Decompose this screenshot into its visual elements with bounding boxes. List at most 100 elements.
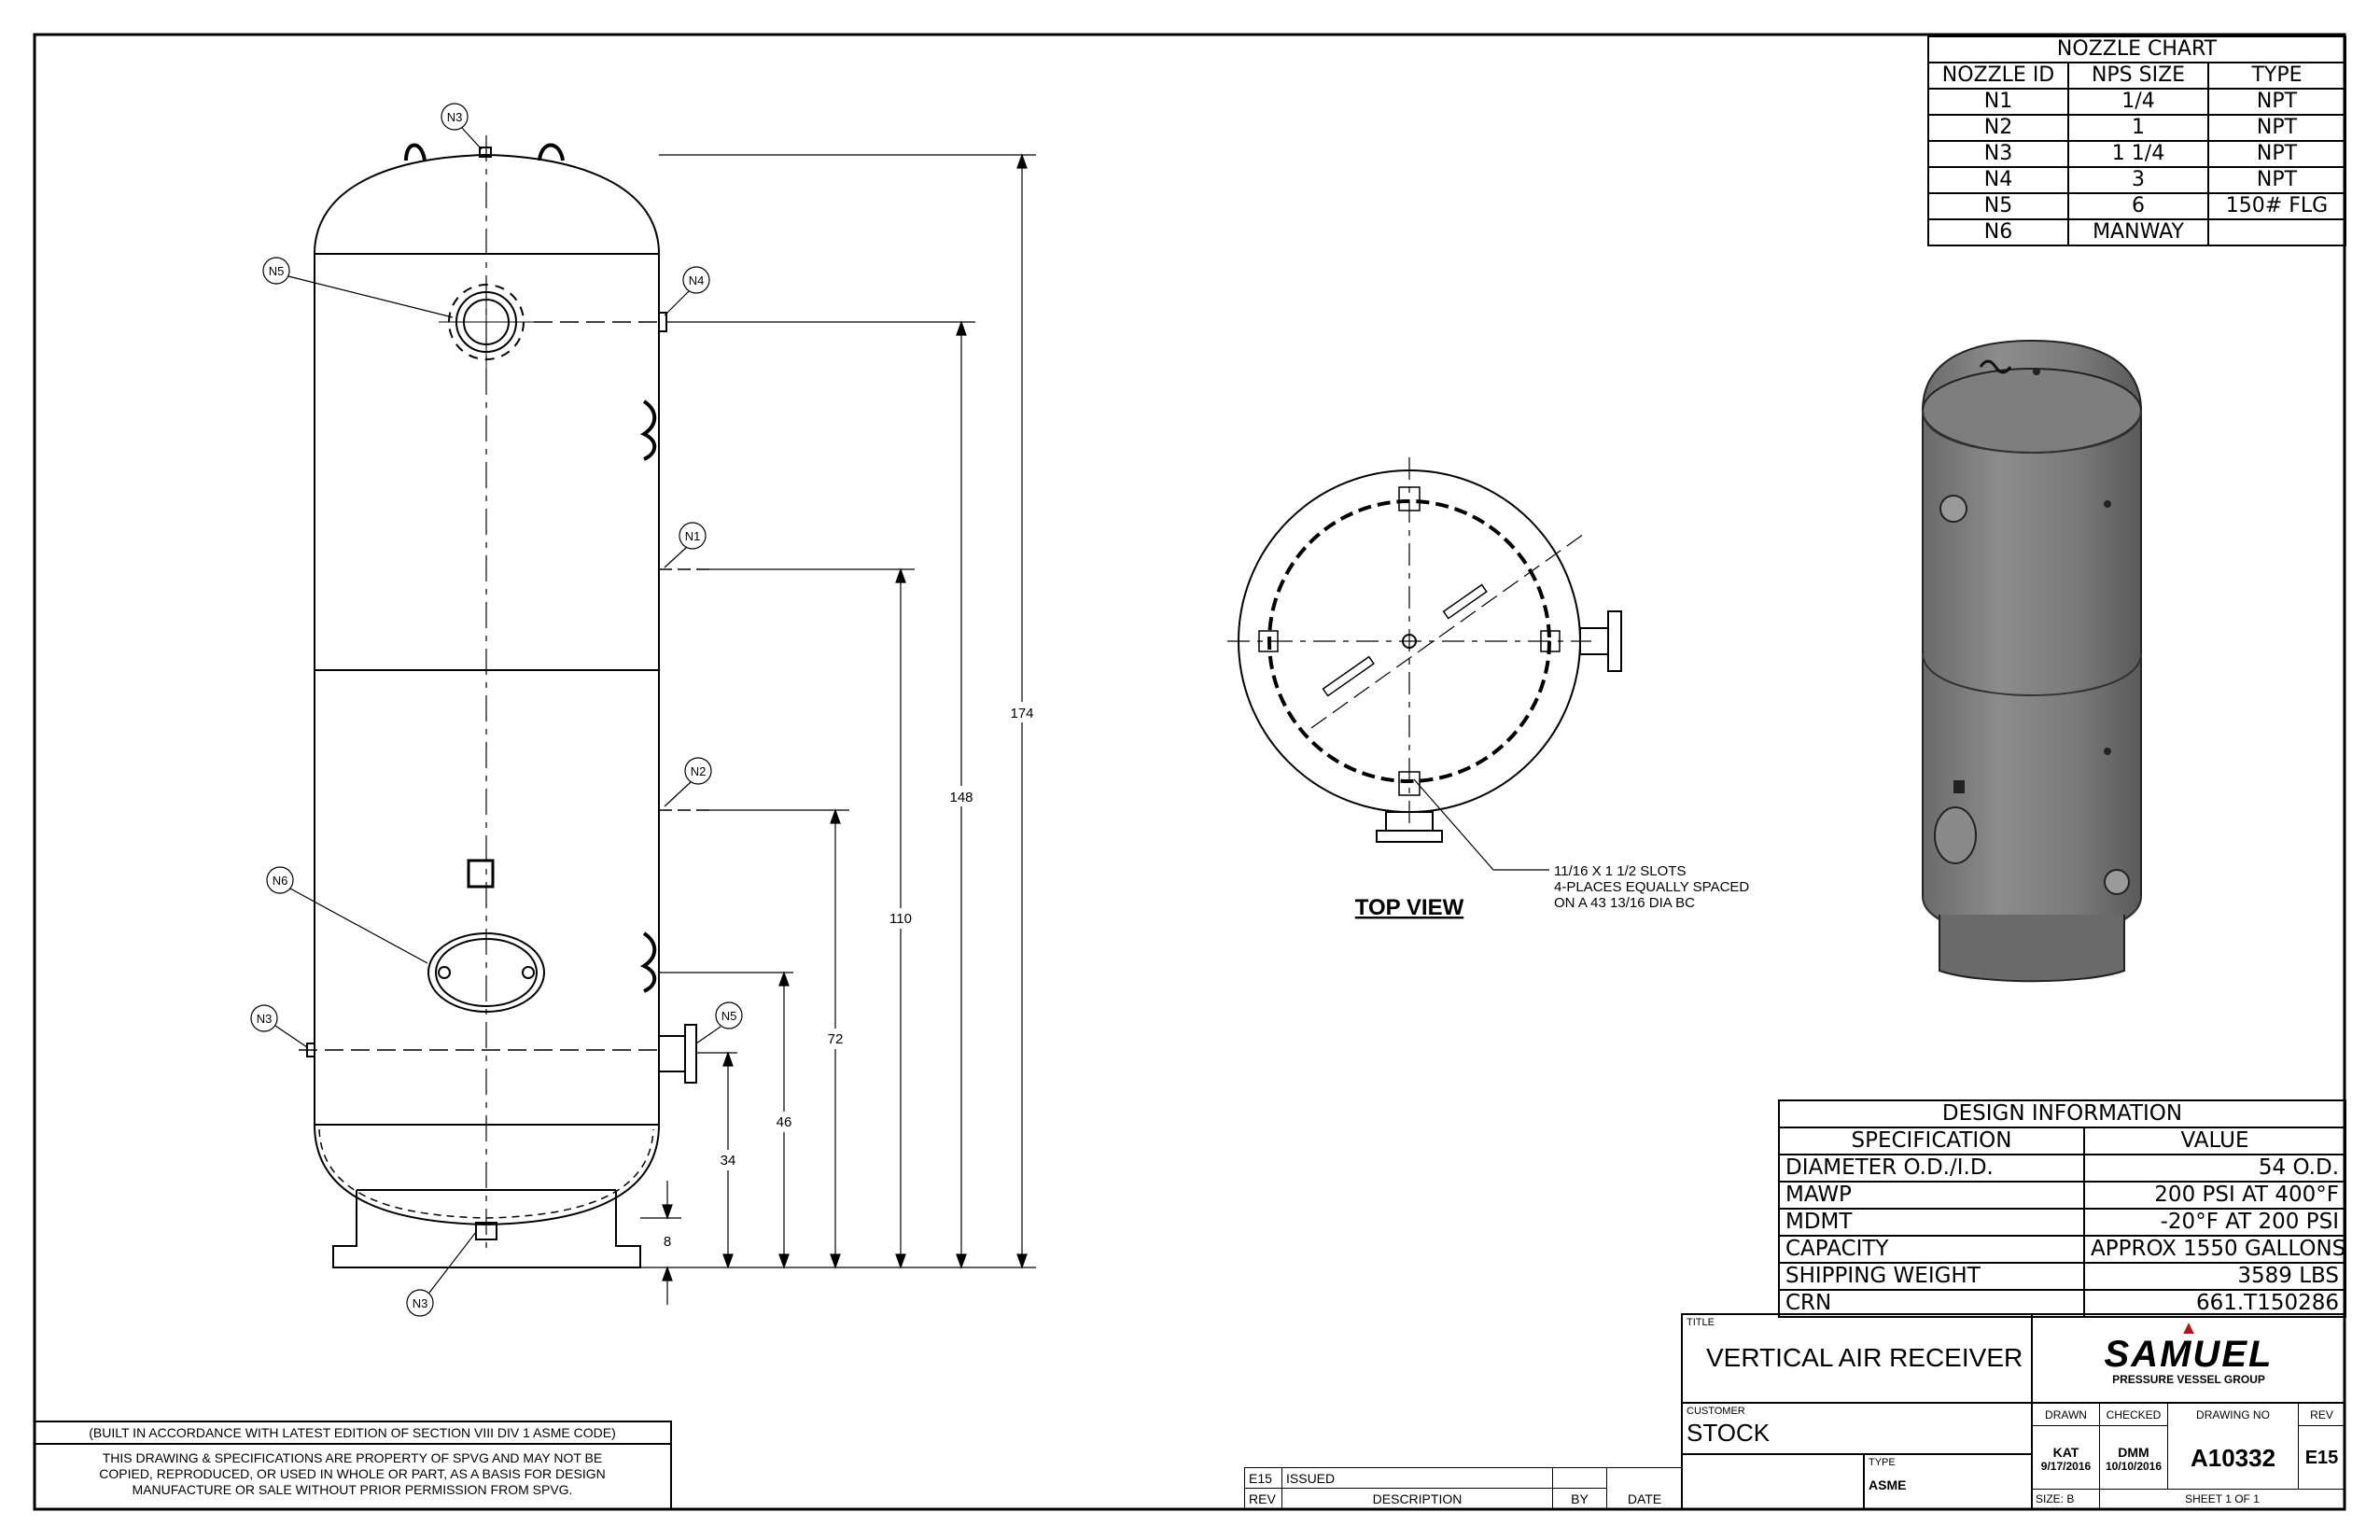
- table-row: N1 1/4 NPT: [1927, 88, 2346, 116]
- design-info-header: SPECIFICATION VALUE: [1778, 1127, 2347, 1155]
- tag-n4: N4: [689, 273, 705, 287]
- spec-value: APPROX 1550 GALLONS: [2082, 1235, 2347, 1264]
- table-row: N2 1 NPT: [1927, 114, 2346, 142]
- nps-size: 1: [2067, 114, 2209, 142]
- rev-label: REV: [2299, 1404, 2345, 1426]
- spec-name: DIAMETER O.D./I.D.: [1778, 1154, 2085, 1183]
- spec-value: 200 PSI AT 400°F: [2082, 1181, 2347, 1210]
- revision-header-description: DESCRIPTION: [1282, 1489, 1553, 1510]
- spec-value: 54 O.D.: [2082, 1154, 2347, 1183]
- spec-name: SHIPPING WEIGHT: [1778, 1262, 2085, 1291]
- nozzle-tags: N3 N5 N4 N1 N2 N6 N3 N5 N3: [250, 103, 743, 1317]
- skirt: [332, 1190, 641, 1268]
- customer-label: CUSTOMER: [1687, 1406, 1745, 1417]
- nps-size: 1 1/4: [2067, 140, 2209, 168]
- header-nps-size: NPS SIZE: [2067, 62, 2209, 90]
- header-type: TYPE: [2207, 62, 2346, 90]
- spec-name: CAPACITY: [1778, 1235, 2085, 1264]
- spec-value: 661.T150286: [2082, 1289, 2347, 1318]
- nozzle-chart-table: NOZZLE CHART NOZZLE ID NPS SIZE TYPE N1 …: [1927, 35, 2346, 246]
- spec-value: -20°F AT 200 PSI: [2082, 1208, 2347, 1237]
- code-note: (BUILT IN ACCORDANCE WITH LATEST EDITION…: [35, 1422, 670, 1445]
- revision-by: [1553, 1468, 1607, 1489]
- tag-n6: N6: [273, 874, 288, 888]
- tag-n1: N1: [685, 529, 701, 543]
- top-view-label: TOP VIEW: [1355, 895, 1464, 920]
- checked-cell: DMM 10/10/2016: [2100, 1426, 2168, 1490]
- slot-note: 11/16 X 1 1/2 SLOTS 4-PLACES EQUALLY SPA…: [1554, 863, 1749, 911]
- n5-lower-nozzle: [658, 1035, 686, 1072]
- nozzle-type: 150# FLG: [2207, 192, 2346, 220]
- drawing-no-label: DRAWING NO: [2168, 1404, 2299, 1426]
- nozzle-type: NPT: [2207, 140, 2346, 168]
- tag-n3-side: N3: [257, 1012, 273, 1026]
- dim-46: 46: [777, 1114, 792, 1130]
- header-value: VALUE: [2082, 1127, 2347, 1155]
- logo-subtitle: PRESSURE VESSEL GROUP: [2112, 1373, 2265, 1386]
- n5-upper-flange: [439, 275, 534, 369]
- logo-flame-icon: ▲: [2179, 1318, 2198, 1338]
- nozzle-id: N4: [1927, 166, 2069, 194]
- sheet-size: SIZE: B: [2033, 1490, 2100, 1509]
- notes-block: (BUILT IN ACCORDANCE WITH LATEST EDITION…: [35, 1421, 672, 1509]
- dim-148: 148: [949, 790, 973, 805]
- revision-header-by: BY: [1553, 1489, 1607, 1510]
- nozzle-id: N3: [1927, 140, 2069, 168]
- lifting-lug-left: [404, 143, 427, 161]
- slot-note-line-3: ON A 43 13/16 DIA BC: [1554, 895, 1695, 911]
- lifting-lug-right: [538, 143, 565, 161]
- logo-wordmark: SAMUEL: [2104, 1334, 2274, 1375]
- title-cell: TITLE VERTICAL AIR RECEIVER: [1683, 1315, 2033, 1404]
- nozzle-id: N1: [1927, 88, 2069, 116]
- property-note-line-1: THIS DRAWING & SPECIFICATIONS ARE PROPER…: [102, 1450, 603, 1465]
- header-nozzle-id: NOZZLE ID: [1927, 62, 2069, 90]
- dim-110: 110: [889, 911, 912, 927]
- sheet-number: SHEET 1 OF 1: [2185, 1492, 2260, 1505]
- checked-label: CHECKED: [2100, 1404, 2168, 1426]
- nozzle-chart-title: NOZZLE CHART: [1927, 35, 2346, 63]
- nozzle-type: NPT: [2207, 114, 2346, 142]
- tag-n5-upper: N5: [269, 264, 285, 278]
- checked-date: 10/10/2016: [2105, 1460, 2163, 1473]
- side-lug-upper: [639, 399, 657, 461]
- n5-lower-flange: [684, 1024, 697, 1084]
- table-row: MDMT -20°F AT 200 PSI: [1778, 1208, 2347, 1237]
- nps-size: 1/4: [2067, 88, 2209, 116]
- table-row: CAPACITY APPROX 1550 GALLONS: [1778, 1235, 2347, 1264]
- table-row: MAWP 200 PSI AT 400°F: [1778, 1181, 2347, 1210]
- tag-n3-bottom: N3: [413, 1296, 428, 1310]
- nozzle-type: NPT: [2207, 166, 2346, 194]
- side-lug-lower: [639, 931, 657, 993]
- dim-8: 8: [664, 1234, 671, 1250]
- drawn-cell: KAT 9/17/2016: [2033, 1426, 2100, 1490]
- property-note: THIS DRAWING & SPECIFICATIONS ARE PROPER…: [35, 1445, 670, 1498]
- nameplate: [467, 859, 495, 889]
- spec-name: CRN: [1778, 1289, 2085, 1318]
- dim-72: 72: [828, 1031, 844, 1047]
- table-row: SHIPPING WEIGHT 3589 LBS: [1778, 1262, 2347, 1291]
- drawing-number: A10332: [2168, 1426, 2299, 1490]
- nozzle-id: N5: [1927, 192, 2069, 220]
- isometric-tank-render: [1922, 339, 2142, 983]
- revision-description: ISSUED: [1282, 1468, 1553, 1489]
- rev-value: E15: [2299, 1426, 2345, 1490]
- table-row: N6 MANWAY: [1927, 218, 2346, 246]
- nozzle-type: NPT: [2207, 88, 2346, 116]
- n6-manway: [427, 932, 545, 1013]
- nps-size: MANWAY: [2067, 218, 2209, 246]
- checked-by: DMM: [2118, 1445, 2149, 1460]
- logo: ▲ SAMUEL PRESSURE VESSEL GROUP: [2033, 1315, 2345, 1404]
- nps-size: 3: [2067, 166, 2209, 194]
- nozzle-type: [2207, 218, 2346, 246]
- title-block: TITLE VERTICAL AIR RECEIVER ▲ SAMUEL PRE…: [1681, 1313, 2345, 1509]
- dim-34: 34: [721, 1153, 736, 1169]
- spec-value: 3589 LBS: [2082, 1262, 2347, 1291]
- tag-n3-top: N3: [447, 110, 463, 124]
- spec-name: MDMT: [1778, 1208, 2085, 1237]
- type-label: TYPE: [1869, 1457, 1896, 1468]
- nozzle-id: N2: [1927, 114, 2069, 142]
- title-label: TITLE: [1687, 1317, 1715, 1328]
- drawing-border: [33, 33, 2346, 1511]
- nps-size: 6: [2067, 192, 2209, 220]
- nozzle-chart-header: NOZZLE ID NPS SIZE TYPE: [1927, 62, 2346, 90]
